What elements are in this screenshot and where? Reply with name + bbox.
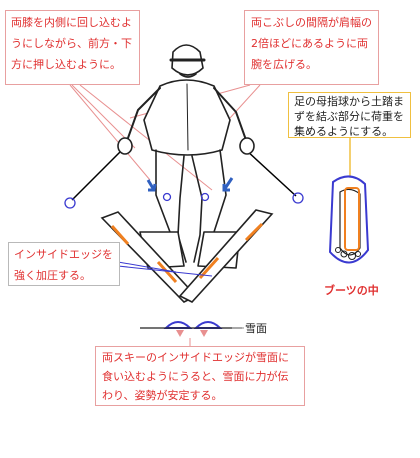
boot-inside-label: ブーツの中: [324, 284, 379, 297]
inside-edges: [110, 222, 264, 284]
knee-markers: [162, 192, 210, 202]
snow-surface-label: 雪面: [245, 322, 267, 335]
ski-poles: [64, 149, 304, 209]
skis: [100, 209, 274, 303]
boot-sole-icon: [328, 175, 370, 264]
ski-cross-section: [140, 321, 244, 337]
knee-arrows: [146, 177, 234, 192]
summary-callout: 両スキーのインサイドエッジが雪面に食い込むようにうると、雪面に力が伝わり、姿勢が…: [95, 346, 305, 406]
elbow-callout: 両こぶしの間隔が肩幅の2倍ほどにあるように両腕を広げる。: [244, 10, 379, 85]
edge-callout: インサイドエッジを強く加圧する。: [8, 242, 120, 286]
knee-callout: 両膝を内側に回し込むようにしながら、前方・下方に押し込むように。: [5, 10, 140, 85]
edge-leader-lines: [117, 261, 213, 277]
foot-callout: 足の母指球から土踏まずを結ぶ部分に荷重を集めるようにする。: [288, 92, 411, 138]
